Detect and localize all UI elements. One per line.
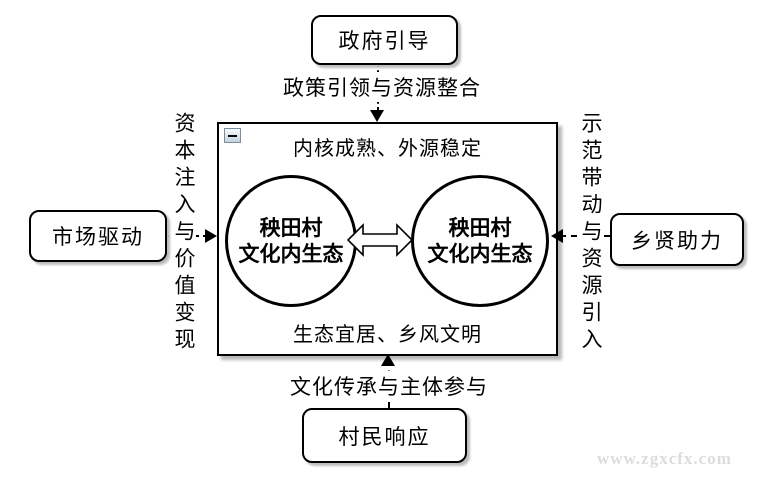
collapse-group-button[interactable]	[224, 128, 241, 143]
watermark-text: www.zgxcfx.com	[597, 449, 732, 468]
arrow-right-icon	[205, 229, 217, 243]
node-label: 市场驱动	[52, 225, 144, 249]
core-bottom-caption: 生态宜居、乡风文明	[293, 324, 482, 346]
node-government-guidance: 政府引导	[311, 15, 458, 65]
edge-label-right: 示范带动与资源引入	[579, 112, 603, 366]
node-market-driven: 市场驱动	[29, 210, 167, 262]
node-label: 政府引导	[338, 29, 431, 53]
right-culture-ecology-circle: 秧田村 文化内生态	[411, 175, 549, 307]
node-label: 村民响应	[338, 424, 431, 449]
double-arrow-icon	[347, 223, 413, 257]
arrow-left-icon	[551, 229, 563, 243]
circle-label-line1: 秧田村	[259, 215, 323, 240]
edge-label-top: 政策引领与资源整合	[270, 72, 494, 102]
circle-label-line2: 文化内生态	[238, 242, 344, 266]
core-top-caption: 内核成熟、外源稳定	[293, 138, 482, 160]
node-village-sages-support: 乡贤助力	[610, 213, 744, 266]
minus-icon	[228, 134, 237, 137]
arrow-up-icon	[381, 354, 395, 366]
arrow-down-icon	[370, 110, 384, 122]
left-culture-ecology-circle: 秧田村 文化内生态	[225, 175, 357, 307]
circle-label-line2: 文化内生态	[427, 242, 533, 266]
core-group-rect: 内核成熟、外源稳定 生态宜居、乡风文明 秧田村 文化内生态 秧田村 文化内生态	[217, 122, 558, 356]
circle-label-line1: 秧田村	[448, 215, 512, 240]
node-label: 乡贤助力	[631, 228, 723, 253]
edge-label-bottom: 文化传承与主体参与	[283, 371, 495, 401]
node-villager-response: 村民响应	[302, 408, 467, 463]
edge-label-left: 资本注入与价值变现	[172, 112, 196, 366]
